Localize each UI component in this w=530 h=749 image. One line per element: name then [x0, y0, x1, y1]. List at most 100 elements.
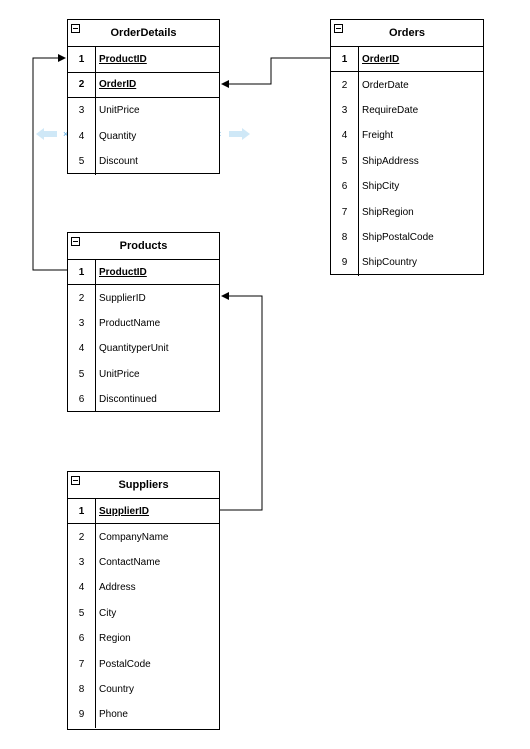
- field-number: 6: [78, 633, 85, 645]
- entity-title-text: Suppliers: [118, 479, 169, 491]
- field-number: 5: [78, 156, 85, 168]
- field-name: UnitPrice: [99, 105, 140, 117]
- right-hint-arrow-icon[interactable]: ×: [216, 128, 250, 140]
- field-row-contactname[interactable]: 3 ContactName: [68, 550, 219, 575]
- field-number: 3: [78, 556, 85, 568]
- field-name: CompanyName: [99, 531, 169, 543]
- field-row-quantityperunit[interactable]: 4 QuantityperUnit: [68, 336, 219, 361]
- field-row-orderdate[interactable]: 2 OrderDate: [331, 72, 483, 97]
- field-number: 8: [78, 683, 85, 695]
- field-row-freight[interactable]: 4 Freight: [331, 123, 483, 148]
- field-name: UnitPrice: [99, 368, 140, 380]
- field-number: 7: [341, 206, 348, 218]
- field-name: ShipCity: [362, 181, 400, 193]
- field-number: 1: [78, 505, 85, 517]
- field-name: City: [99, 607, 117, 619]
- entity-orderdetails[interactable]: OrderDetails 1 ProductID 2 OrderID 3 UnitPric…: [67, 19, 220, 175]
- collapse-icon[interactable]: [334, 24, 343, 33]
- primary-key-field: OrderID: [362, 53, 400, 65]
- field-number: 5: [78, 607, 85, 619]
- field-row-companyname[interactable]: 2 CompanyName: [68, 524, 219, 549]
- field-number: 9: [341, 257, 348, 269]
- field-row-productid[interactable]: 1 ProductID: [68, 47, 219, 73]
- field-row-discontinued[interactable]: 6 Discontinued: [68, 387, 219, 412]
- field-row-unitprice[interactable]: 5 UnitPrice: [68, 362, 219, 387]
- field-number: 4: [78, 343, 85, 355]
- field-number: 2: [78, 79, 85, 91]
- primary-key-field: SupplierID: [99, 505, 150, 517]
- field-row-region[interactable]: 6 Region: [68, 626, 219, 651]
- collapse-icon[interactable]: [71, 237, 80, 246]
- field-name: ProductName: [99, 317, 161, 329]
- entity-title-text: Products: [119, 240, 168, 252]
- left-hint-arrow-icon[interactable]: ×: [36, 128, 68, 140]
- field-number: 9: [78, 709, 85, 721]
- connector-suppliers-products[interactable]: [220, 292, 263, 511]
- primary-key-field: OrderID: [99, 79, 137, 91]
- entity-title-text: Orders: [388, 27, 426, 39]
- field-row-discount[interactable]: 5 Discount: [68, 149, 219, 175]
- field-name: Region: [99, 633, 131, 645]
- field-row-city[interactable]: 5 City: [68, 601, 219, 626]
- field-row-shipcountry[interactable]: 9 ShipCountry: [331, 250, 483, 275]
- field-name: Discontinued: [99, 394, 157, 406]
- field-name: ShipCountry: [362, 257, 418, 269]
- field-number: 2: [78, 531, 85, 543]
- field-number: 2: [341, 79, 348, 91]
- connector-products-orderdetails[interactable]: [32, 54, 67, 271]
- field-number: 1: [78, 53, 85, 65]
- field-number: 6: [341, 181, 348, 193]
- field-row-unitprice[interactable]: 3 UnitPrice: [68, 98, 219, 124]
- field-row-shipcity[interactable]: 6 ShipCity: [331, 174, 483, 199]
- field-number: 3: [341, 104, 348, 116]
- field-row-shippostalcode[interactable]: 8 ShipPostalCode: [331, 225, 483, 250]
- field-name: PostalCode: [99, 658, 151, 670]
- field-name: Address: [99, 582, 136, 594]
- field-number: 8: [341, 231, 348, 243]
- field-number: 7: [78, 658, 85, 670]
- entity-rows: 1 SupplierID 2 CompanyName 3 ContactName 4 Addr…: [68, 499, 219, 728]
- field-number: 5: [78, 368, 85, 380]
- primary-key-field: ProductID: [99, 266, 147, 278]
- field-name: Country: [99, 683, 135, 695]
- collapse-icon[interactable]: [71, 24, 80, 33]
- field-name: OrderDate: [362, 79, 409, 91]
- field-row-address[interactable]: 4 Address: [68, 575, 219, 600]
- field-number: 4: [341, 130, 348, 142]
- field-name: Freight: [362, 130, 394, 142]
- field-number: 4: [78, 582, 85, 594]
- field-name: SupplierID: [99, 292, 146, 304]
- field-row-supplierid[interactable]: 1 SupplierID: [68, 499, 219, 525]
- entity-title: Suppliers: [68, 472, 219, 499]
- field-row-orderid[interactable]: 2 OrderID: [68, 73, 219, 98]
- entity-title: OrderDetails: [68, 20, 219, 47]
- entity-title: Orders: [331, 20, 483, 47]
- connector-orders-orderdetails[interactable]: [221, 57, 330, 88]
- entity-suppliers[interactable]: Suppliers 1 SupplierID 2 CompanyName 3 Contac…: [67, 471, 220, 730]
- field-name: ShipPostalCode: [362, 231, 434, 243]
- field-row-country[interactable]: 8 Country: [68, 677, 219, 702]
- collapse-icon[interactable]: [71, 476, 80, 485]
- field-row-postalcode[interactable]: 7 PostalCode: [68, 651, 219, 676]
- primary-key-field: ProductID: [99, 53, 147, 65]
- field-number: 3: [78, 105, 85, 117]
- field-name: Discount: [99, 156, 138, 168]
- field-name: ContactName: [99, 556, 161, 568]
- field-name: QuantityperUnit: [99, 343, 169, 355]
- field-number: 6: [78, 394, 85, 406]
